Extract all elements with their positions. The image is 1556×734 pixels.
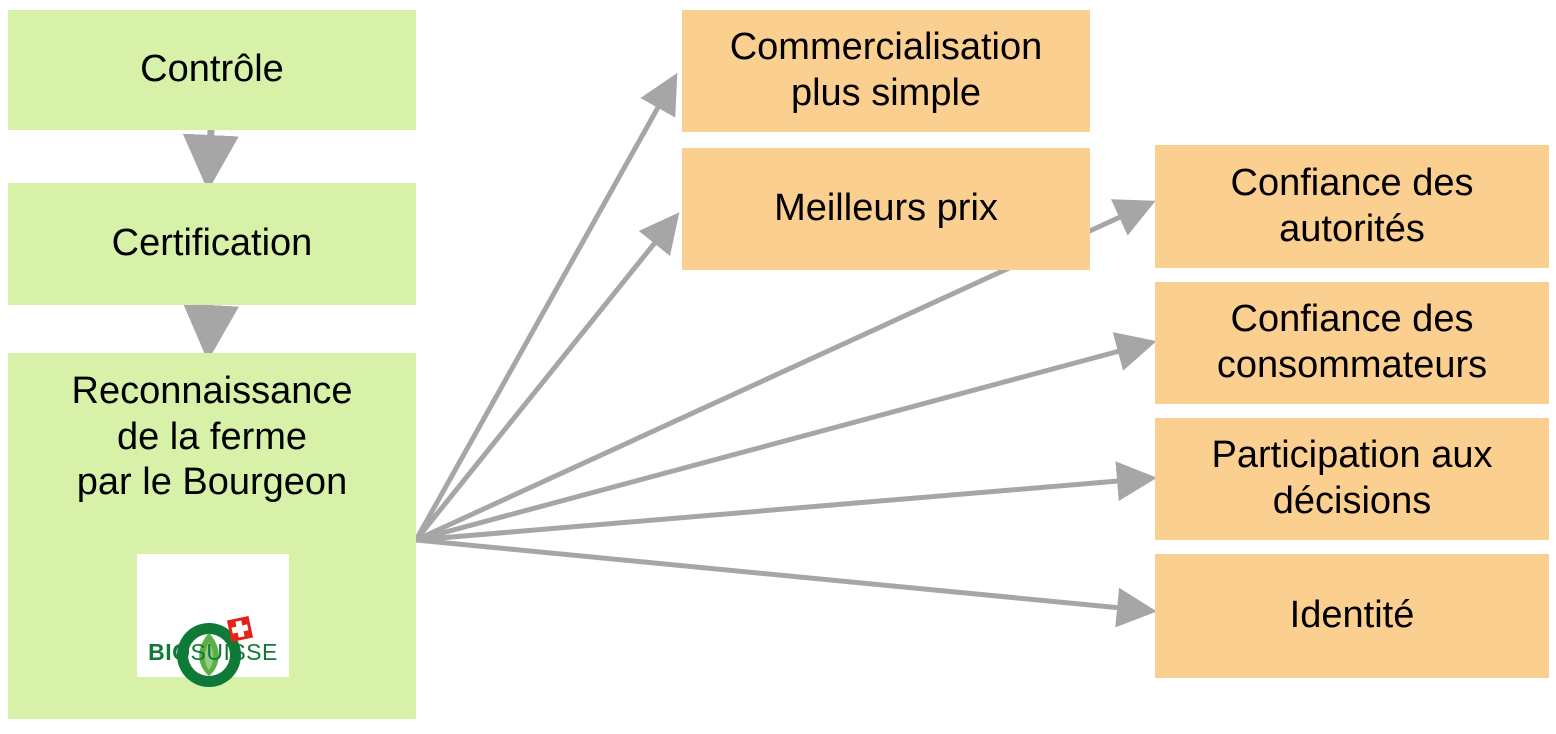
recognition-box: Reconnaissance de la ferme par le Bourge… bbox=[8, 353, 416, 719]
arrow-to-participation bbox=[415, 461, 1157, 543]
biosuisse-logo-text: BIOSUISSE bbox=[148, 639, 278, 666]
arrow-to-prix bbox=[414, 212, 680, 542]
arrow-control-to-certification bbox=[182, 129, 239, 191]
consommateurs-label: Confiance des consommateurs bbox=[1216, 298, 1488, 386]
prix-label: Meilleurs prix bbox=[774, 187, 998, 229]
autorites-label: Confiance des autorités bbox=[1230, 161, 1474, 250]
recognition-label: Reconnaissance de la ferme par le Bourge… bbox=[71, 370, 353, 504]
prix-box: Meilleurs prix bbox=[682, 148, 1090, 270]
certification-box: Certification bbox=[8, 183, 416, 305]
consommateurs-box: Confiance des consommateurs bbox=[1155, 282, 1549, 404]
commercialisation-label: Commercialisation plus simple bbox=[729, 26, 1043, 114]
identite-box: Identité bbox=[1155, 554, 1549, 678]
arrow-certification-to-recognition bbox=[183, 303, 239, 361]
control-box: Contrôle bbox=[8, 10, 416, 130]
participation-label: Participation aux décisions bbox=[1211, 434, 1493, 522]
arrow-to-identite bbox=[415, 537, 1157, 628]
arrow-to-commercialisation bbox=[413, 72, 678, 542]
arrow-to-consommateurs bbox=[415, 332, 1157, 543]
control-label: Contrôle bbox=[140, 48, 284, 91]
commercialisation-box: Commercialisation plus simple bbox=[682, 10, 1090, 132]
bud-icon bbox=[177, 615, 254, 687]
participation-box: Participation aux décisions bbox=[1155, 418, 1549, 540]
identite-label: Identité bbox=[1289, 594, 1415, 637]
biosuisse-logo-icon: BIOSUISSE bbox=[137, 554, 289, 687]
autorites-box: Confiance des autorités bbox=[1155, 145, 1549, 268]
certification-label: Certification bbox=[111, 222, 313, 265]
